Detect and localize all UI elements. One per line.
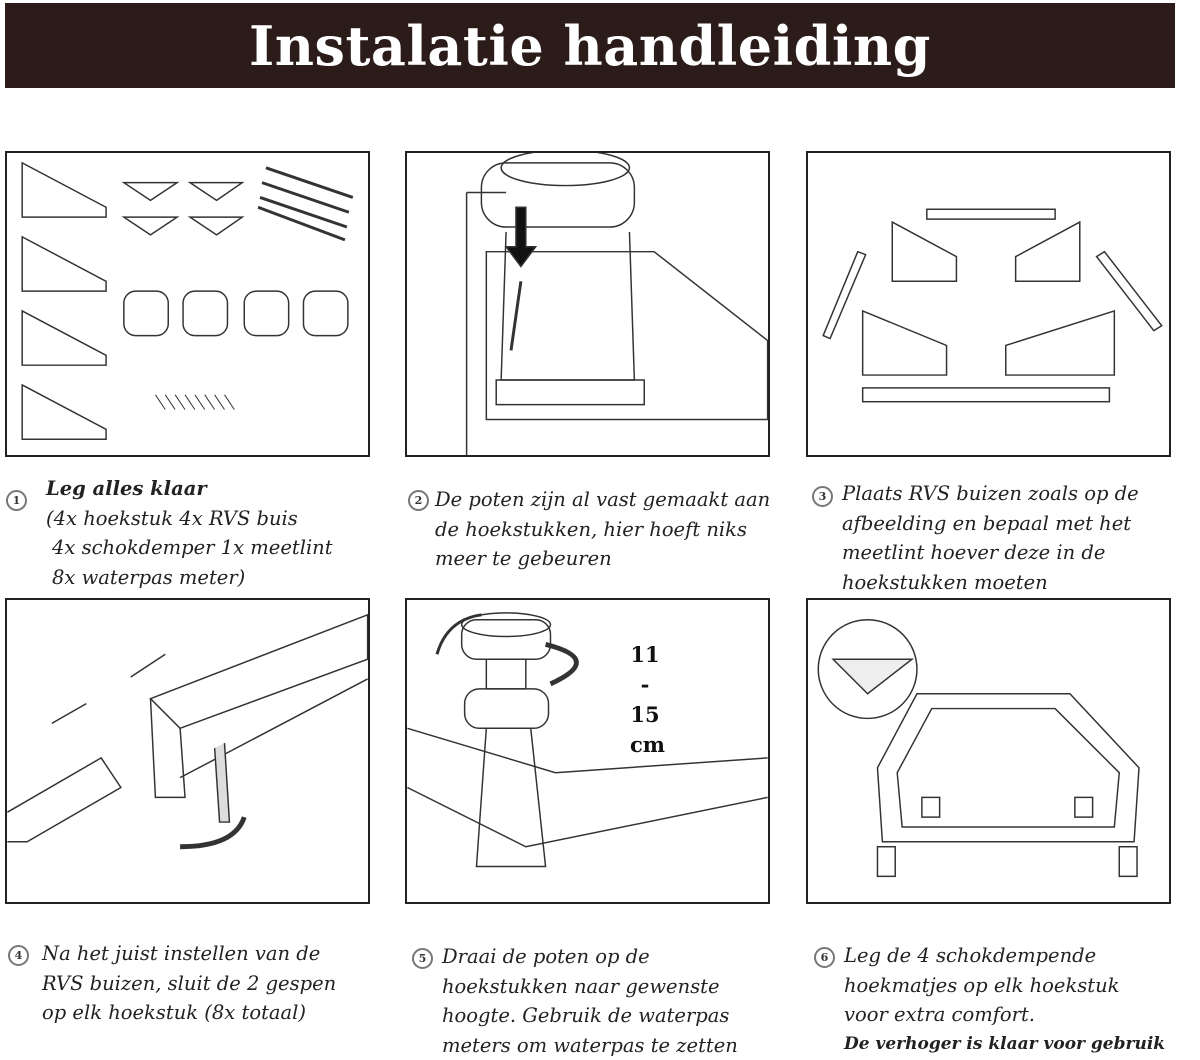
step-number-badge: 1 bbox=[6, 490, 27, 511]
height-dash: - bbox=[630, 670, 660, 700]
title-banner: Instalatie handleiding bbox=[5, 3, 1175, 88]
shock-absorber-icon bbox=[124, 291, 348, 335]
step-3-caption: 3 Plaats RVS buizen zoals op de afbeeldi… bbox=[812, 479, 1139, 597]
screw-icon bbox=[511, 281, 521, 350]
step-number-badge: 6 bbox=[814, 947, 835, 968]
caption-line: meer te gebeuren bbox=[435, 544, 770, 574]
step-4-caption: 4 Na het juist instellen van de RVS buiz… bbox=[8, 939, 336, 1028]
caption-line: hoogte. Gebruik de waterpas bbox=[442, 1001, 738, 1031]
ready-to-use-note: De verhoger is klaar voor gebruik bbox=[844, 1030, 1165, 1060]
step-2-caption: 2 De poten zijn al vast gemaakt aan de h… bbox=[408, 485, 770, 574]
arrow-down-icon bbox=[506, 207, 536, 266]
caption-line: 8x waterpas meter) bbox=[52, 563, 333, 593]
step-number-badge: 3 bbox=[812, 486, 833, 507]
caption-line: hoekstukken naar gewenste bbox=[442, 972, 738, 1002]
arrow-icon bbox=[52, 704, 87, 724]
caption-line: meters om waterpas te zetten bbox=[442, 1031, 738, 1060]
height-max: 15 bbox=[630, 700, 660, 730]
arrow-icon bbox=[131, 654, 166, 677]
step-1-illustration bbox=[5, 151, 370, 457]
step-4-illustration bbox=[5, 598, 370, 904]
caption-line: voor extra comfort. bbox=[844, 1000, 1165, 1030]
step-3-illustration bbox=[806, 151, 1171, 457]
caption-line: 4x schokdemper 1x meetlint bbox=[52, 533, 333, 563]
adjustable-foot-icon bbox=[481, 163, 634, 227]
tube-icon bbox=[258, 168, 353, 240]
caption-line: hoekstukken moeten bbox=[842, 568, 1139, 598]
step-5-caption: 5 Draai de poten op de hoekstukken naar … bbox=[412, 942, 738, 1060]
caption-line: afbeelding en bepaal met het bbox=[842, 509, 1139, 539]
caption-line: op elk hoekstuk (8x totaal) bbox=[42, 998, 336, 1028]
caption-line: de hoekstukken, hier hoeft niks bbox=[435, 515, 770, 545]
page-title: Instalatie handleiding bbox=[249, 14, 931, 78]
caption-line: (4x hoekstuk 4x RVS buis bbox=[46, 504, 333, 534]
caption-line: Leg de 4 schokdempende bbox=[844, 941, 1165, 971]
caption-line: meetlint hoever deze in de bbox=[842, 538, 1139, 568]
caption-line: Draai de poten op de bbox=[442, 942, 738, 972]
step-number-badge: 5 bbox=[412, 948, 433, 969]
caption-line: Na het juist instellen van de bbox=[42, 939, 336, 969]
screws-icon bbox=[155, 395, 234, 410]
step-6-caption: 6 Leg de 4 schokdempende hoekmatjes op e… bbox=[814, 941, 1165, 1059]
caption-line: hoekmatjes op elk hoekstuk bbox=[844, 971, 1165, 1001]
step-6-illustration bbox=[806, 598, 1171, 904]
rotate-arrow-icon bbox=[437, 615, 481, 654]
corner-piece-icon bbox=[22, 163, 106, 439]
corner-pad-icon bbox=[124, 183, 242, 235]
rotate-arrow-icon bbox=[180, 817, 244, 847]
step-2-illustration bbox=[405, 151, 770, 457]
step-5-illustration bbox=[405, 598, 770, 904]
step-number-badge: 4 bbox=[8, 945, 29, 966]
rotate-arrow-icon bbox=[546, 644, 577, 683]
caption-line: RVS buizen, sluit de 2 gespen bbox=[42, 969, 336, 999]
caption-line: De poten zijn al vast gemaakt aan bbox=[435, 485, 770, 515]
step-1-heading: Leg alles klaar bbox=[46, 474, 333, 504]
height-range-label: 11 - 15 cm bbox=[630, 640, 660, 760]
height-unit: cm bbox=[630, 730, 660, 760]
step-1-caption: 1 Leg alles klaar (4x hoekstuk 4x RVS bu… bbox=[6, 474, 333, 592]
step-number-badge: 2 bbox=[408, 490, 429, 511]
height-min: 11 bbox=[630, 640, 660, 670]
caption-line: Plaats RVS buizen zoals op de bbox=[842, 479, 1139, 509]
